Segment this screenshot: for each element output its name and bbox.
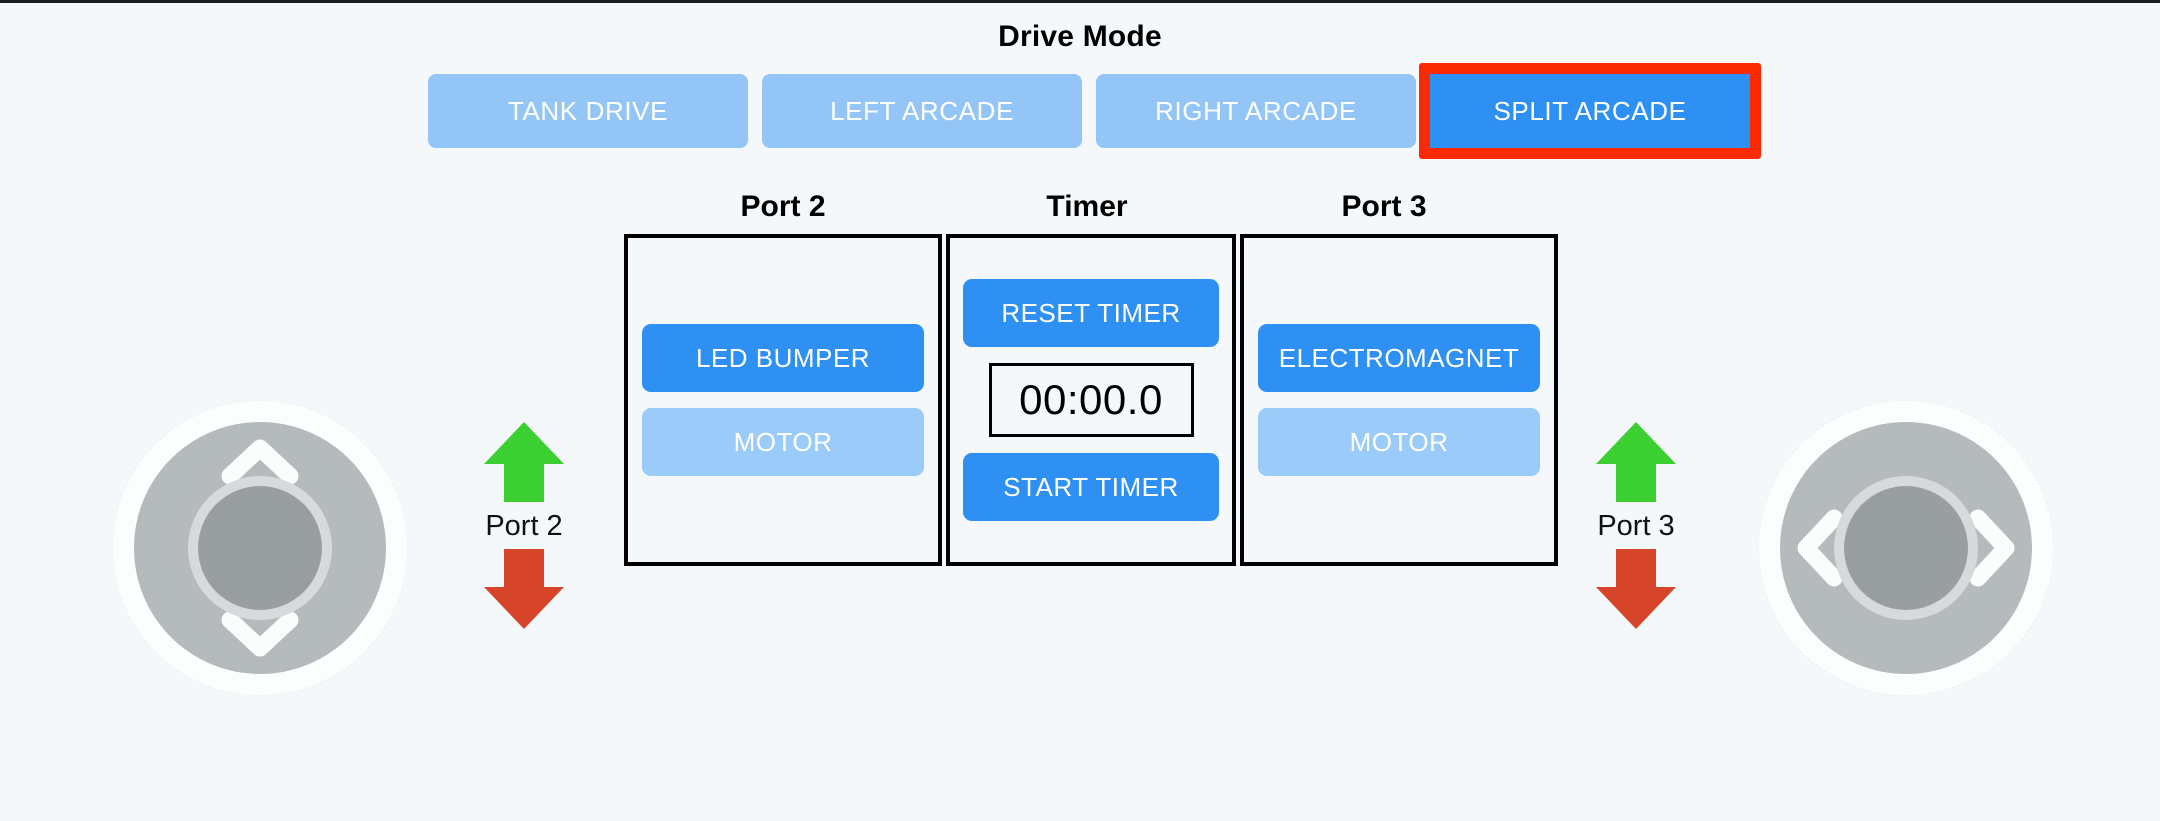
joystick-right-knob[interactable] (1844, 486, 1968, 610)
arrow-control-port3: Port 3 (1546, 420, 1726, 631)
arrow-down-icon-port3[interactable] (1594, 547, 1678, 631)
start-timer-button[interactable]: START TIMER (963, 453, 1219, 521)
joystick-right-chevrons (1797, 509, 2015, 587)
mode-wrap-tank-drive: TANK DRIVE (428, 74, 748, 148)
mode-button-split-arcade[interactable]: SPLIT ARCADE (1430, 74, 1750, 148)
arrow-up-icon-port3[interactable] (1594, 420, 1678, 504)
port3-electromagnet-button[interactable]: ELECTROMAGNET (1258, 324, 1540, 392)
reset-timer-button[interactable]: RESET TIMER (963, 279, 1219, 347)
port2-led-bumper-button[interactable]: LED BUMPER (642, 324, 924, 392)
arrow-up-icon-port2[interactable] (482, 420, 566, 504)
port2-motor-button[interactable]: MOTOR (642, 408, 924, 476)
arrow-label-port3: Port 3 (1597, 510, 1675, 542)
joystick-left[interactable] (112, 400, 408, 696)
chevron-up-icon (221, 439, 299, 485)
chevron-down-icon (221, 611, 299, 657)
mode-button-left-arcade[interactable]: LEFT ARCADE (762, 74, 1082, 148)
joystick-left-chevrons (221, 439, 299, 657)
panel-port3: ELECTROMAGNET MOTOR (1240, 234, 1558, 566)
mode-wrap-split-arcade-highlight: SPLIT ARCADE (1419, 63, 1761, 159)
control-panel-row: LED BUMPER MOTOR RESET TIMER 00:00.0 STA… (624, 234, 1558, 566)
panel-headings: Port 2 Timer Port 3 (624, 190, 1536, 224)
top-divider (0, 0, 2160, 3)
joystick-left-knob[interactable] (198, 486, 322, 610)
mode-button-tank-drive[interactable]: TANK DRIVE (428, 74, 748, 148)
panel-heading-port2: Port 2 (740, 190, 826, 223)
mode-button-right-arcade[interactable]: RIGHT ARCADE (1096, 74, 1416, 148)
arrow-control-port2: Port 2 (434, 420, 614, 631)
chevron-left-icon (1797, 509, 1843, 587)
timer-readout: 00:00.0 (988, 363, 1194, 437)
arrow-down-icon-port2[interactable] (482, 547, 566, 631)
mode-wrap-left-arcade: LEFT ARCADE (762, 74, 1082, 148)
drive-mode-tabs: TANK DRIVE LEFT ARCADE RIGHT ARCADE SPLI… (428, 63, 1761, 159)
mode-wrap-right-arcade: RIGHT ARCADE (1096, 74, 1416, 148)
panel-timer: RESET TIMER 00:00.0 START TIMER (946, 234, 1236, 566)
drive-mode-title: Drive Mode (998, 20, 1162, 53)
joystick-right[interactable] (1758, 400, 2054, 696)
port3-motor-button[interactable]: MOTOR (1258, 408, 1540, 476)
panel-heading-port3: Port 3 (1341, 190, 1427, 223)
panel-heading-timer: Timer (1046, 190, 1128, 223)
panel-port2: LED BUMPER MOTOR (624, 234, 942, 566)
arrow-label-port2: Port 2 (485, 510, 563, 542)
chevron-right-icon (1969, 509, 2015, 587)
